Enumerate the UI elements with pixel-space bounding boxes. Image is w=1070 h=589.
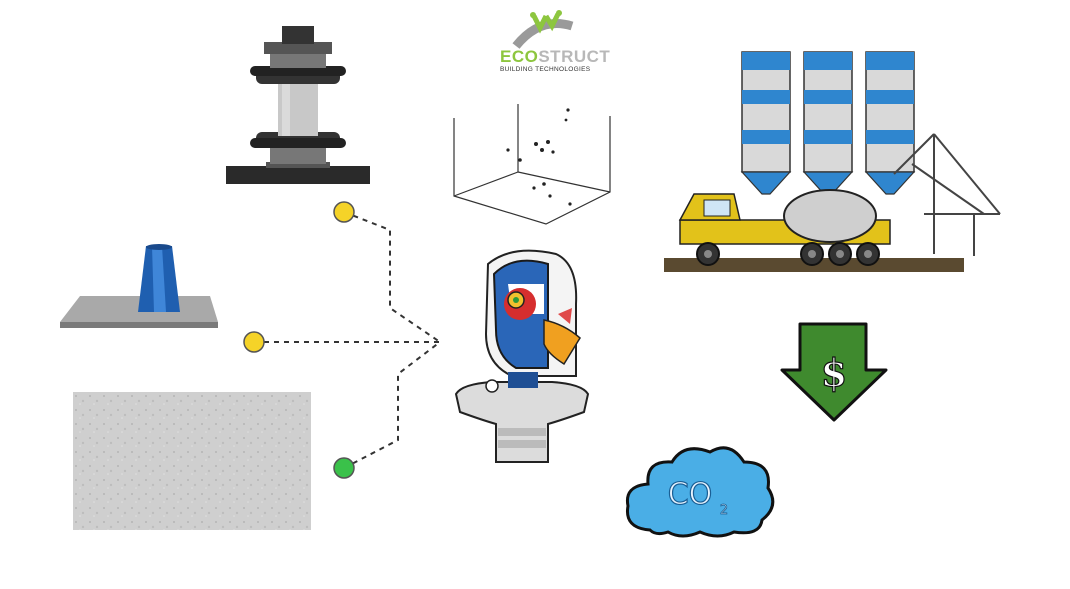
logo-tagline: BUILDING TECHNOLOGIES (500, 66, 591, 73)
ecostruct-logo: ECOSTRUCT BUILDING TECHNOLOGIES (500, 8, 610, 80)
cost-down-arrow-icon: $ (778, 322, 890, 424)
concrete-plant-truck-icon (664, 44, 1004, 276)
3d-scatter-plot-icon (448, 100, 614, 230)
logo-mark-icon (512, 10, 574, 49)
connector-dot-top (333, 201, 355, 223)
connector-dot-middle (243, 331, 265, 353)
connector-lines (230, 190, 450, 490)
co2-cloud-icon: CO 2 (622, 436, 782, 540)
logo-name-eco: ECO (500, 47, 539, 66)
ai-robot-head-icon (452, 244, 592, 468)
concrete-sample-icon (73, 392, 311, 530)
arrow-dollar-label: $ (821, 350, 847, 395)
co2-subscript-label: 2 (720, 503, 728, 518)
slump-cone-icon (58, 242, 220, 334)
logo-name-struct: STRUCT (538, 47, 611, 66)
compression-test-machine-icon (226, 24, 370, 186)
connector-dot-bottom (333, 457, 355, 479)
co2-main-label: CO (668, 477, 713, 512)
